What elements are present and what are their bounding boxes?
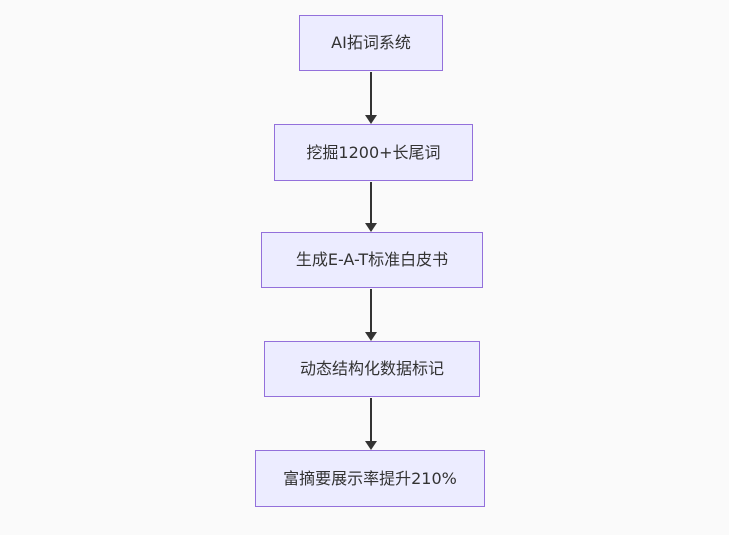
node-label: 生成E-A-T标准白皮书 xyxy=(295,250,449,270)
node-mine-longtail-keywords: 挖掘1200+长尾词 xyxy=(274,124,473,181)
node-structured-data-markup: 动态结构化数据标记 xyxy=(264,341,480,397)
node-ai-expansion-system: AI拓词系统 xyxy=(299,15,443,71)
node-label: 动态结构化数据标记 xyxy=(299,359,444,379)
edge-n4-n5 xyxy=(365,398,377,450)
arrowhead-icon xyxy=(365,223,377,232)
edge-n3-n4 xyxy=(365,289,377,341)
edge-line xyxy=(370,182,372,224)
edge-n1-n2 xyxy=(365,72,377,124)
node-label: 挖掘1200+长尾词 xyxy=(306,142,441,162)
edge-line xyxy=(370,72,372,116)
arrowhead-icon xyxy=(365,332,377,341)
arrowhead-icon xyxy=(365,441,377,450)
edge-line xyxy=(370,289,372,333)
node-generate-eat-whitepaper: 生成E-A-T标准白皮书 xyxy=(261,232,483,288)
edge-n2-n3 xyxy=(365,182,377,232)
node-rich-snippet-rate: 富摘要展示率提升210% xyxy=(255,450,485,507)
node-label: 富摘要展示率提升210% xyxy=(283,468,457,488)
edge-line xyxy=(370,398,372,442)
arrowhead-icon xyxy=(365,115,377,124)
node-label: AI拓词系统 xyxy=(331,33,411,53)
